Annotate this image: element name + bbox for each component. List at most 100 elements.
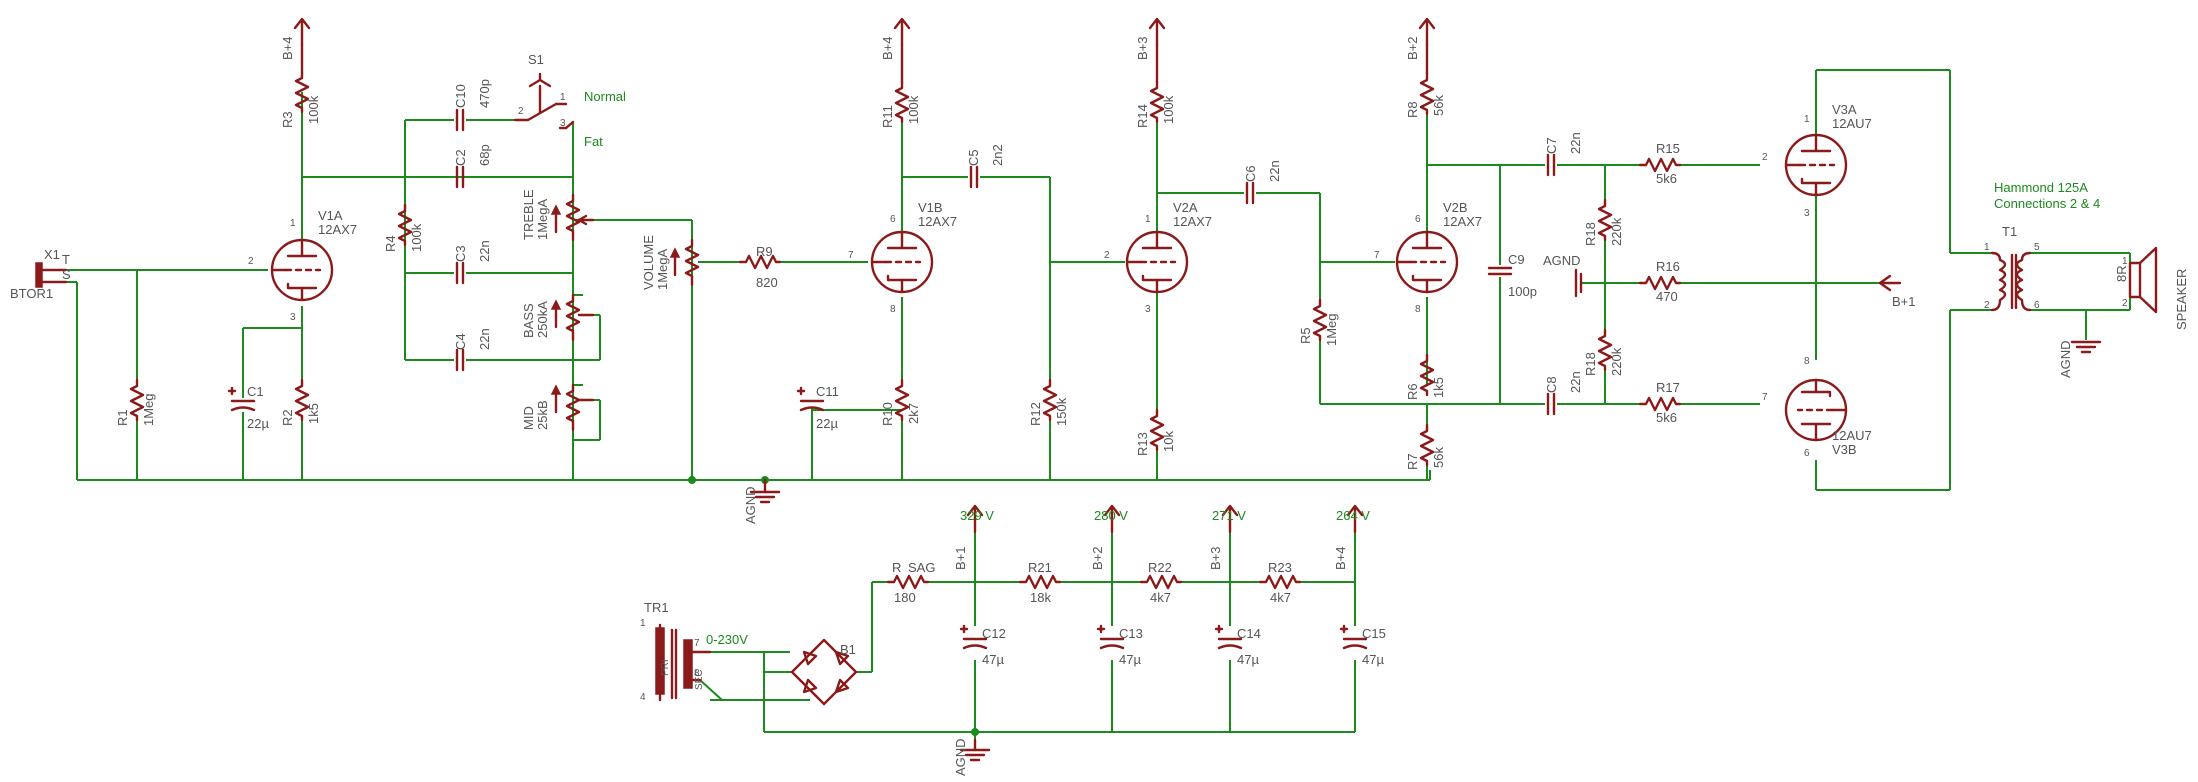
c7-value: 22n	[1568, 132, 1583, 154]
rsag-label-2: SAG	[908, 560, 935, 575]
r6-label: R6	[1405, 383, 1420, 400]
r8-value: 56k	[1431, 95, 1446, 116]
r13-value: 10k	[1161, 431, 1176, 452]
r16-label: R16	[1656, 259, 1680, 274]
v1a-type: 12AX7	[318, 222, 357, 237]
v1a-pin3: 3	[290, 312, 296, 323]
v3b-pin6: 6	[1804, 448, 1810, 459]
c4-value: 22n	[477, 328, 492, 350]
r18a-label: R18	[1583, 222, 1598, 246]
b4-label-1: B+4	[280, 37, 295, 61]
c13-label: C13	[1119, 626, 1143, 641]
v1b-label: V1B	[918, 200, 943, 215]
r12-label: R12	[1028, 402, 1043, 426]
c10-label: C10	[453, 84, 468, 108]
v1b-pin8: 8	[890, 304, 896, 315]
rsag-value: 180	[894, 590, 916, 605]
r3-value: 100k	[306, 95, 321, 124]
v1a-pin1: 1	[290, 218, 296, 229]
v1a-pin2: 2	[248, 256, 254, 267]
v3a-pin2: 2	[1762, 152, 1768, 163]
normal-label: Normal	[584, 89, 626, 104]
x1-t-label: T	[62, 252, 70, 267]
rsag-label: R	[892, 560, 901, 575]
r14-value: 100k	[1161, 95, 1176, 124]
r4-label: R4	[383, 235, 398, 252]
components	[35, 17, 2158, 762]
c14-value: 47µ	[1237, 652, 1259, 667]
c1-label: C1	[247, 384, 264, 399]
b4-psu-label: B+4	[1333, 547, 1348, 571]
r1-label: R1	[115, 409, 130, 426]
r17-label: R17	[1656, 380, 1680, 395]
b1-psu-label: B+1	[953, 547, 968, 571]
c5-label: C5	[966, 149, 981, 166]
v2b-pin8: 8	[1415, 304, 1421, 315]
v3b-pin7: 7	[1762, 392, 1768, 403]
bass-pot	[550, 293, 595, 342]
r13-label: R13	[1135, 432, 1150, 456]
b3-psu-label: B+3	[1208, 547, 1223, 571]
v3a-pin1: 1	[1804, 114, 1810, 125]
r22-value: 4k7	[1150, 590, 1171, 605]
voltage-271: 271 V	[1212, 508, 1246, 523]
r5-label: R5	[1298, 327, 1313, 344]
r17-value: 5k6	[1656, 410, 1677, 425]
c6-value: 22n	[1267, 160, 1282, 182]
v2b-type: 12AX7	[1443, 214, 1482, 229]
switch-s1	[513, 72, 575, 130]
v1b-pin7: 7	[848, 250, 854, 261]
c9-value: 100p	[1508, 284, 1537, 299]
r18b-value: 220k	[1609, 347, 1624, 376]
r3-label: R3	[280, 111, 295, 128]
v2a-pin2: 2	[1104, 250, 1110, 261]
v3a-label: V3A	[1832, 102, 1857, 117]
v2b-pin7: 7	[1374, 250, 1380, 261]
v2a-pin3: 3	[1145, 304, 1151, 315]
c12-value: 47µ	[982, 652, 1004, 667]
r5-value: 1Meg	[1324, 313, 1339, 346]
bass-label: BASS	[521, 303, 536, 338]
mid-value: 25kB	[535, 400, 550, 430]
volume-label: VOLUME	[641, 235, 656, 290]
agnd-output-label: AGND	[2058, 340, 2073, 378]
mid-label: MID	[521, 406, 536, 430]
c14-label: C14	[1237, 626, 1261, 641]
tr1-pin1: 1	[640, 618, 646, 629]
speaker-pin2: 2	[2122, 298, 2128, 309]
mid-pot	[550, 383, 595, 432]
r4-value: 100k	[409, 223, 424, 252]
b1-output-label: B+1	[1892, 294, 1916, 309]
r7-label: R7	[1405, 453, 1420, 470]
b2-psu-label: B+2	[1090, 547, 1105, 571]
v3b-label: V3B	[1832, 442, 1857, 457]
r22-label: R22	[1148, 560, 1172, 575]
r23-value: 4k7	[1270, 590, 1291, 605]
r16-value: 470	[1656, 289, 1678, 304]
volume-pot	[669, 238, 700, 287]
c3-label: C3	[453, 245, 468, 262]
c2-label: C2	[453, 149, 468, 166]
volume-value: 1MegA	[655, 248, 670, 290]
v1b-pin6: 6	[890, 214, 896, 225]
v1b-type: 12AX7	[918, 214, 957, 229]
power-transformer	[655, 623, 712, 702]
c5-value: 2n2	[990, 144, 1005, 166]
c15-value: 47µ	[1362, 652, 1384, 667]
v1a-label: V1A	[318, 208, 343, 223]
tr1-pri: PRI	[660, 659, 671, 676]
tr1-label: TR1	[644, 600, 669, 615]
r9-value: 820	[756, 275, 778, 290]
agnd-bias-label: AGND	[1543, 253, 1581, 268]
labels: X1 T S BTOR1 V1A 12AX7 V1B 12AX7 V2A 12A…	[10, 37, 2189, 777]
c11-value: 22µ	[816, 416, 838, 431]
r18b-label: R18	[1583, 352, 1598, 376]
speaker-pin1: 1	[2122, 256, 2128, 267]
c8-value: 22n	[1568, 371, 1583, 393]
speaker-label: SPEAKER	[2174, 269, 2189, 330]
b4-label-2: B+4	[880, 37, 895, 61]
r10-value: 2k7	[906, 403, 921, 424]
fat-label: Fat	[584, 134, 603, 149]
v3a-type: 12AU7	[1832, 116, 1872, 131]
